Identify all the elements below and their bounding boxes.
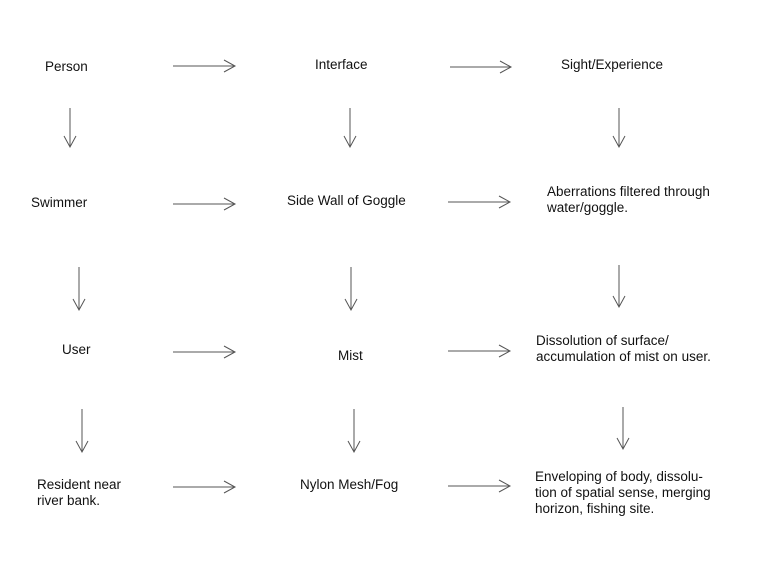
node-resident-near-river-bank: Resident near river bank.: [37, 477, 122, 508]
node-nylon-mesh-fog: Nylon Mesh/Fog: [300, 477, 399, 492]
node-side-wall-of-goggle: Side Wall of Goggle: [287, 193, 406, 208]
node-interface: Interface: [315, 57, 368, 72]
node-dissolution-of-surface: Dissolution of surface/ accumulation of …: [536, 333, 711, 364]
node-user: User: [62, 342, 91, 357]
node-mist: Mist: [338, 348, 363, 363]
node-sight-experience: Sight/Experience: [561, 57, 664, 72]
node-aberrations: Aberrations filtered through water/goggl…: [547, 184, 710, 215]
node-enveloping-of-body: Enveloping of body, dissolu- tion of spa…: [535, 469, 711, 516]
node-swimmer: Swimmer: [31, 195, 88, 210]
node-person: Person: [45, 59, 88, 74]
